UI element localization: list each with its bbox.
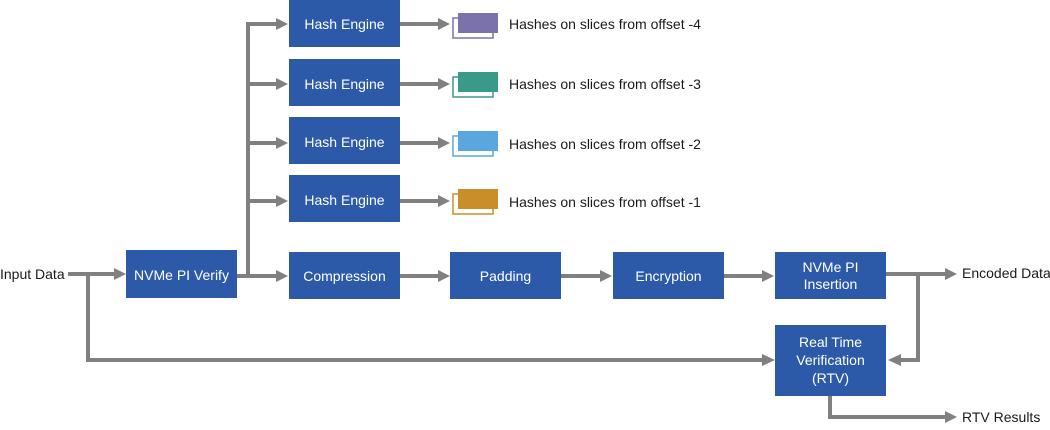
hash-engine-label: Hash Engine <box>304 16 384 32</box>
rtv-box: Real Time Verification (RTV) <box>775 325 886 396</box>
arrowhead <box>276 78 288 90</box>
arrowhead <box>276 137 288 149</box>
arrowhead <box>276 270 288 282</box>
arrowhead <box>762 354 775 366</box>
arrowhead <box>438 270 450 282</box>
hash-output-icon <box>452 13 498 39</box>
hash-page-front <box>458 189 498 209</box>
encryption-box: Encryption <box>613 252 724 299</box>
nvme-pi-insertion-label-line: NVMe PI <box>802 259 858 275</box>
hash-output-label: Hashes on slices from offset -4 <box>509 16 701 32</box>
encoded-data-label: Encoded Data <box>962 265 1050 281</box>
hash-output-icon <box>452 72 498 98</box>
nvme-pi-insertion-label-line: Insertion <box>804 276 858 292</box>
hash-engine-box: Hash Engine <box>289 59 400 106</box>
encryption-label: Encryption <box>635 268 701 284</box>
hash-engine-label: Hash Engine <box>304 192 384 208</box>
arrow-rtv-to-results <box>828 396 945 419</box>
arrowhead <box>945 411 957 423</box>
hash-engine-box: Hash Engine <box>289 0 400 47</box>
arrowhead <box>438 18 450 30</box>
arrowhead <box>276 18 288 30</box>
arrowhead <box>438 195 450 207</box>
arrow-input-to-rtv <box>86 274 762 362</box>
arrowhead <box>762 270 774 282</box>
padding-box: Padding <box>450 252 561 299</box>
hash-output-icon <box>452 131 498 157</box>
rtv-results-label: RTV Results <box>962 409 1040 425</box>
padding-label: Padding <box>480 268 531 284</box>
hash-engine-label: Hash Engine <box>304 134 384 150</box>
nvme-pi-insertion-box: NVMe PI Insertion <box>775 252 886 299</box>
hash-engine-label: Hash Engine <box>304 76 384 92</box>
nvme-pi-verify-label: NVMe PI Verify <box>134 267 229 283</box>
arrowhead <box>114 268 126 280</box>
hash-engine-box: Hash Engine <box>289 117 400 164</box>
rtv-label-line: Verification <box>796 352 864 368</box>
hash-engine-box: Hash Engine <box>289 175 400 222</box>
rtv-label-line: Real Time <box>799 334 862 350</box>
arrowhead <box>438 137 450 149</box>
arrowhead <box>945 268 957 280</box>
arrow-verify-to-hash-trunk <box>246 22 276 276</box>
arrowhead <box>600 270 612 282</box>
hash-page-front <box>458 72 498 92</box>
compression-box: Compression <box>289 252 400 299</box>
arrow-encoded-to-rtv <box>901 274 920 362</box>
rtv-label-line: (RTV) <box>812 370 849 386</box>
arrowhead <box>438 78 450 90</box>
arrowhead <box>276 195 288 207</box>
input-data-label: Input Data <box>0 266 65 282</box>
hash-output-icon <box>452 189 498 215</box>
hash-page-front <box>458 131 498 151</box>
connectors <box>68 18 957 423</box>
hash-output-label: Hashes on slices from offset -1 <box>509 194 701 210</box>
nvme-pi-verify-box: NVMe PI Verify <box>126 250 237 298</box>
hash-page-front <box>458 13 498 33</box>
arrowhead <box>888 354 901 366</box>
hash-output-label: Hashes on slices from offset -2 <box>509 136 701 152</box>
compression-label: Compression <box>303 268 385 284</box>
hash-output-label: Hashes on slices from offset -3 <box>509 76 701 92</box>
